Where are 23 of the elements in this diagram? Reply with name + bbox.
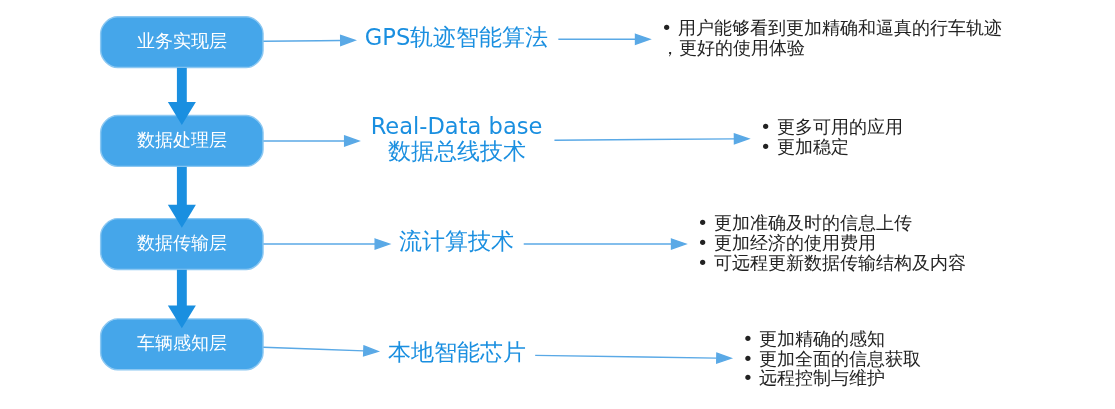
arrow (167, 67, 196, 125)
node-text: GPS轨迹智能算法 (364, 23, 549, 50)
node-text: • 更多可用的应用 • 更加稳定 (760, 116, 903, 157)
node-box: 数据传输层 (99, 217, 264, 271)
arrow (262, 34, 357, 47)
node-box: 业务实现层 (99, 15, 264, 69)
arrow (553, 132, 751, 145)
node-text: 流计算技术 (399, 228, 515, 255)
node-text: • 用户能够看到更加精确和逼真的行车轨迹，更好的使用体验 (661, 17, 1002, 58)
node-box: 车辆感知层 (99, 318, 264, 371)
node-text: • 更加精确的感知 • 更加全面的信息获取 • 远程控制与维护 (742, 327, 922, 389)
node-text: • 更加准确及时的信息上传 • 更加经济的使用费用 • 可远程更新数据传输结构及内容 (697, 212, 966, 273)
node-text: Real-Data base 数据总线技术 (370, 112, 543, 165)
arrow (167, 269, 196, 329)
arrow (167, 166, 196, 228)
arrow (523, 238, 688, 250)
arrow (262, 135, 361, 147)
arrow (262, 344, 381, 357)
node-text: 本地智能芯片 (387, 338, 526, 365)
arrow (262, 238, 392, 250)
arrow (534, 352, 734, 365)
arrow (557, 33, 652, 46)
node-box: 数据处理层 (99, 114, 264, 168)
